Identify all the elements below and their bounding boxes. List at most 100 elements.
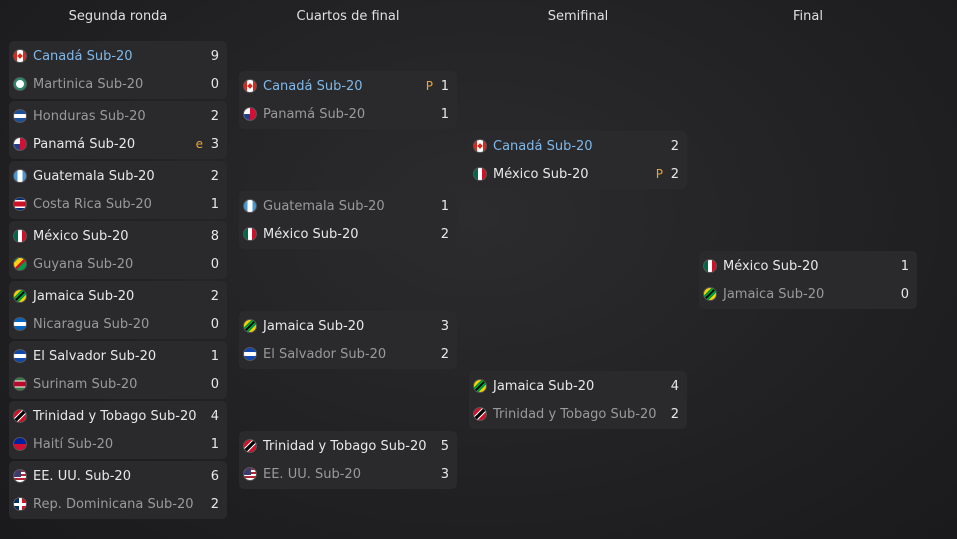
team-name[interactable]: Costa Rica Sub-20 bbox=[33, 196, 152, 212]
team-name[interactable]: Jamaica Sub-20 bbox=[723, 286, 825, 302]
team-score: 2 bbox=[440, 346, 449, 362]
team-name[interactable]: Panamá Sub-20 bbox=[263, 106, 366, 122]
flag-icon bbox=[243, 79, 257, 93]
team-score: 2 bbox=[210, 108, 219, 124]
team-score: 2 bbox=[210, 496, 219, 512]
team-name[interactable]: Panamá Sub-20 bbox=[33, 136, 136, 152]
flag-icon bbox=[13, 469, 27, 483]
team-row[interactable]: Canadá Sub-20 9 bbox=[9, 42, 227, 70]
team-name[interactable]: Jamaica Sub-20 bbox=[33, 288, 135, 304]
round-header: Final bbox=[793, 9, 823, 24]
team-name[interactable]: Canadá Sub-20 bbox=[263, 78, 363, 94]
team-score: 8 bbox=[210, 228, 219, 244]
team-name[interactable]: Canadá Sub-20 bbox=[33, 48, 133, 64]
team-name[interactable]: Jamaica Sub-20 bbox=[493, 378, 595, 394]
team-row[interactable]: Panamá Sub-20 1 bbox=[239, 100, 457, 128]
team-score: 9 bbox=[210, 48, 219, 64]
flag-icon bbox=[243, 439, 257, 453]
team-name[interactable]: Trinidad y Tobago Sub-20 bbox=[33, 408, 197, 424]
team-row[interactable]: Rep. Dominicana Sub-20 2 bbox=[9, 490, 227, 518]
team-name[interactable]: Haití Sub-20 bbox=[33, 436, 114, 452]
team-name[interactable]: Jamaica Sub-20 bbox=[263, 318, 365, 334]
team-score: 2 bbox=[210, 288, 219, 304]
team-name[interactable]: Surinam Sub-20 bbox=[33, 376, 138, 392]
team-row[interactable]: México Sub-20 2 bbox=[239, 220, 457, 248]
team-name[interactable]: México Sub-20 bbox=[263, 226, 359, 242]
team-score: 0 bbox=[900, 286, 909, 302]
team-row[interactable]: El Salvador Sub-20 1 bbox=[9, 342, 227, 370]
team-score: 2 bbox=[440, 226, 449, 242]
team-name[interactable]: Honduras Sub-20 bbox=[33, 108, 146, 124]
team-name[interactable]: El Salvador Sub-20 bbox=[33, 348, 157, 364]
team-score: 1 bbox=[210, 348, 219, 364]
team-name[interactable]: Martinica Sub-20 bbox=[33, 76, 144, 92]
flag-icon bbox=[13, 229, 27, 243]
team-row[interactable]: El Salvador Sub-20 2 bbox=[239, 340, 457, 368]
team-name[interactable]: Canadá Sub-20 bbox=[493, 138, 593, 154]
flag-icon bbox=[703, 287, 717, 301]
result-note: P bbox=[655, 167, 663, 181]
flag-icon bbox=[473, 139, 487, 153]
team-name[interactable]: Trinidad y Tobago Sub-20 bbox=[263, 438, 427, 454]
team-name[interactable]: México Sub-20 bbox=[33, 228, 129, 244]
team-name[interactable]: México Sub-20 bbox=[723, 258, 819, 274]
team-name[interactable]: Guatemala Sub-20 bbox=[33, 168, 155, 184]
result-note: e bbox=[195, 137, 203, 151]
team-row[interactable]: Jamaica Sub-20 2 bbox=[9, 282, 227, 310]
flag-icon bbox=[13, 257, 27, 271]
team-name[interactable]: Nicaragua Sub-20 bbox=[33, 316, 150, 332]
team-score: 1 bbox=[440, 106, 449, 122]
team-name[interactable]: Trinidad y Tobago Sub-20 bbox=[493, 406, 657, 422]
team-row[interactable]: México Sub-20 8 bbox=[9, 222, 227, 250]
flag-icon bbox=[243, 107, 257, 121]
team-name[interactable]: Rep. Dominicana Sub-20 bbox=[33, 496, 194, 512]
team-name[interactable]: EE. UU. Sub-20 bbox=[263, 466, 361, 482]
team-name[interactable]: Guatemala Sub-20 bbox=[263, 198, 385, 214]
team-name[interactable]: México Sub-20 bbox=[493, 166, 589, 182]
flag-icon bbox=[243, 347, 257, 361]
team-row[interactable]: Jamaica Sub-20 0 bbox=[699, 280, 917, 308]
team-name[interactable]: Guyana Sub-20 bbox=[33, 256, 134, 272]
flag-icon bbox=[13, 349, 27, 363]
team-name[interactable]: EE. UU. Sub-20 bbox=[33, 468, 131, 484]
team-name[interactable]: El Salvador Sub-20 bbox=[263, 346, 387, 362]
flag-icon bbox=[13, 137, 27, 151]
team-row[interactable]: Honduras Sub-20 2 bbox=[9, 102, 227, 130]
flag-icon bbox=[473, 167, 487, 181]
